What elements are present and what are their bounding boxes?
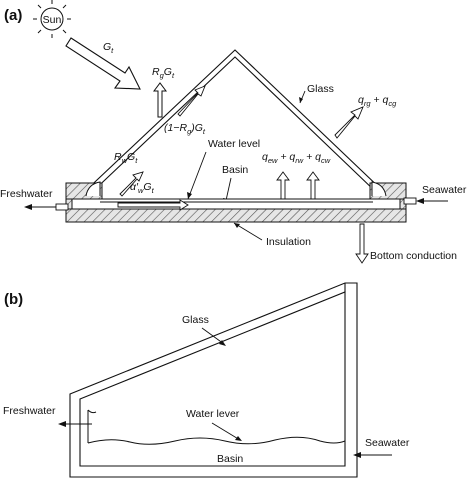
freshwater-arrowhead-b — [58, 421, 66, 427]
water-level-arrowhead — [187, 192, 192, 199]
sun-icon: Sun — [33, 0, 71, 38]
glass-label: Glass — [307, 83, 334, 95]
rg-gt-label: RgGt — [152, 66, 175, 80]
water-lever-leader — [211, 422, 241, 441]
absorbed-radiation-arrow — [117, 199, 189, 211]
gt-label: Gt — [103, 41, 114, 55]
solar-radiation-arrow — [65, 37, 141, 90]
water-level-label: Water level — [208, 138, 260, 150]
transmitted-label: (1−Rg)Gt — [164, 122, 206, 136]
sun-label: Sun — [43, 14, 62, 26]
water-loss-arrow-2 — [306, 171, 320, 200]
rw-gt-label: RwGt — [114, 151, 138, 165]
seawater-arrowhead-b — [353, 452, 361, 458]
freshwater-label-a: Freshwater — [0, 188, 53, 200]
still-body — [65, 181, 407, 223]
transmitted-radiation-arrow — [177, 85, 206, 117]
seawater-label-b: Seawater — [365, 437, 410, 449]
glass-loss-label: qrg + qcg — [358, 94, 397, 108]
bottom-conduction-arrow — [355, 223, 369, 264]
glass-label-b: Glass — [182, 314, 209, 326]
glass-leader-arrowhead — [299, 97, 303, 103]
glass-cover — [79, 49, 385, 197]
insulation-leader — [233, 222, 263, 241]
glass-leader-b — [201, 327, 225, 345]
bottom-conduction-label: Bottom conduction — [370, 250, 457, 262]
single-slope-still — [69, 282, 358, 478]
water-lever-arrowhead — [235, 436, 242, 441]
water-surface-b — [87, 436, 346, 445]
glass-loss-arrow — [334, 106, 364, 139]
seawater-pipe-a — [403, 197, 417, 205]
absorbed-label: α′wGt — [130, 181, 155, 195]
water-level-leader — [187, 151, 207, 200]
water-reflection-arrow — [119, 171, 144, 197]
basin-label-a: Basin — [222, 164, 248, 176]
panel-b-label: (b) — [4, 291, 23, 308]
glass-reflection-arrow — [153, 82, 167, 118]
collection-channel-b — [87, 409, 97, 443]
freshwater-pipe-a — [55, 203, 69, 211]
insulation-arrowhead — [234, 223, 240, 228]
glass-arrowhead-b — [219, 340, 226, 346]
freshwater-arrowhead-a — [24, 204, 32, 210]
seawater-arrowhead-a — [416, 198, 424, 204]
insulation-label: Insulation — [266, 236, 311, 248]
basin-label-b: Basin — [217, 453, 243, 465]
water-loss-arrow-1 — [276, 171, 290, 200]
seawater-label-a: Seawater — [422, 184, 467, 196]
panel-a-label: (a) — [4, 7, 22, 24]
water-lever-label: Water lever — [186, 408, 240, 420]
water-loss-label: qew + qrw + qcw — [262, 151, 331, 165]
freshwater-label-b: Freshwater — [3, 405, 56, 417]
